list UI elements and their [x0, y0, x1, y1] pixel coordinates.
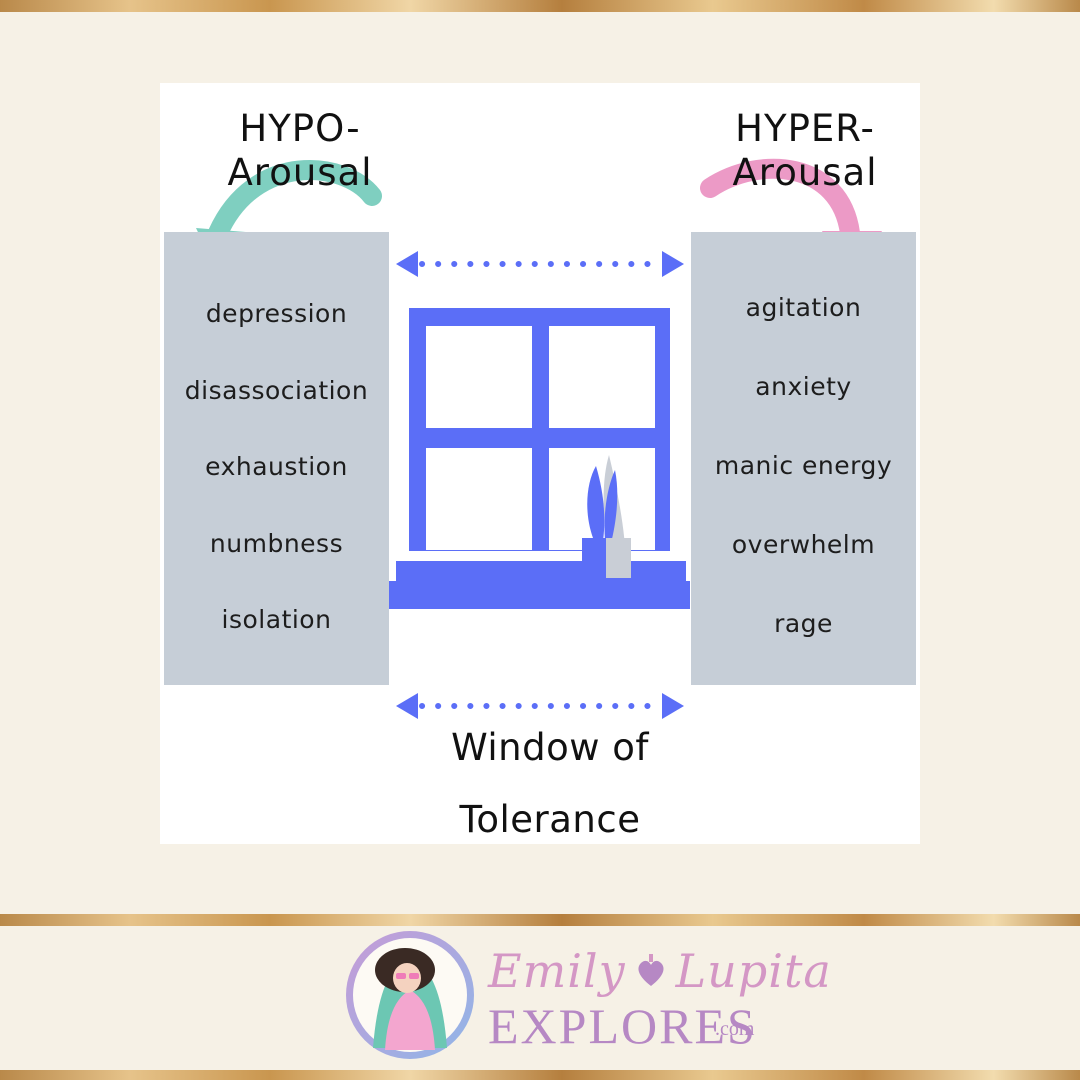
hypo-heading-line-2: Arousal	[227, 151, 373, 194]
diagram-illustration	[196, 158, 882, 719]
hypo-curved-arrow-icon	[208, 160, 382, 243]
brand-first-name: Emily	[488, 944, 626, 998]
caption-line-2: Tolerance	[459, 798, 641, 841]
hyper-heading-line-1: HYPER-	[735, 107, 875, 150]
hypo-symptom-item: depression	[205, 299, 348, 328]
window-of-tolerance-caption: Window of Tolerance	[360, 728, 740, 840]
potted-plant-icon	[582, 455, 631, 578]
brand-name-script: Emily Lupita	[488, 944, 832, 998]
gold-foil-band-top	[0, 0, 1080, 12]
hyper-symptom-item: rage	[774, 609, 833, 638]
hyper-arousal-heading: HYPER- Arousal	[685, 107, 925, 195]
hypo-symptom-item: exhaustion	[205, 452, 348, 481]
window-icon	[389, 308, 690, 609]
hyper-arousal-panel: agitation anxiety manic energy overwhelm…	[691, 232, 916, 685]
hypo-symptom-item: numbness	[209, 528, 344, 558]
hyper-symptom-list: agitation anxiety manic energy overwhelm…	[691, 288, 916, 683]
hyper-symptom-item: manic energy	[714, 451, 893, 480]
hypo-heading-line-1: HYPO-	[239, 107, 361, 150]
hypo-symptom-item: disassociation	[184, 375, 369, 405]
hypo-symptom-list: depression disassociation exhaustion num…	[164, 294, 389, 677]
gold-foil-band-middle	[0, 914, 1080, 926]
sacred-heart-icon	[638, 954, 664, 986]
hypo-symptom-item: isolation	[221, 605, 332, 634]
brand-wordmark: EXPLORES	[488, 998, 757, 1054]
gold-foil-band-bottom	[0, 1070, 1080, 1080]
brand-domain: .com	[715, 1018, 755, 1040]
diagram-card: HYPO- Arousal HYPER- Arousal depression …	[160, 83, 920, 844]
hyper-symptom-item: anxiety	[755, 372, 852, 401]
brand-last-name: Lupita	[675, 944, 832, 998]
hypo-arousal-heading: HYPO- Arousal	[180, 107, 420, 195]
hyper-symptom-item: overwhelm	[731, 530, 876, 559]
bottom-double-arrow-icon	[396, 693, 684, 719]
hyper-heading-line-2: Arousal	[732, 151, 878, 194]
hyper-curved-arrow-icon	[700, 158, 860, 243]
top-double-arrow-icon	[396, 251, 684, 277]
hyper-symptom-item: agitation	[745, 293, 862, 322]
brand-logo-badge-icon	[346, 931, 474, 1059]
caption-line-1: Window of	[451, 726, 649, 769]
hypo-arousal-panel: depression disassociation exhaustion num…	[164, 232, 389, 685]
